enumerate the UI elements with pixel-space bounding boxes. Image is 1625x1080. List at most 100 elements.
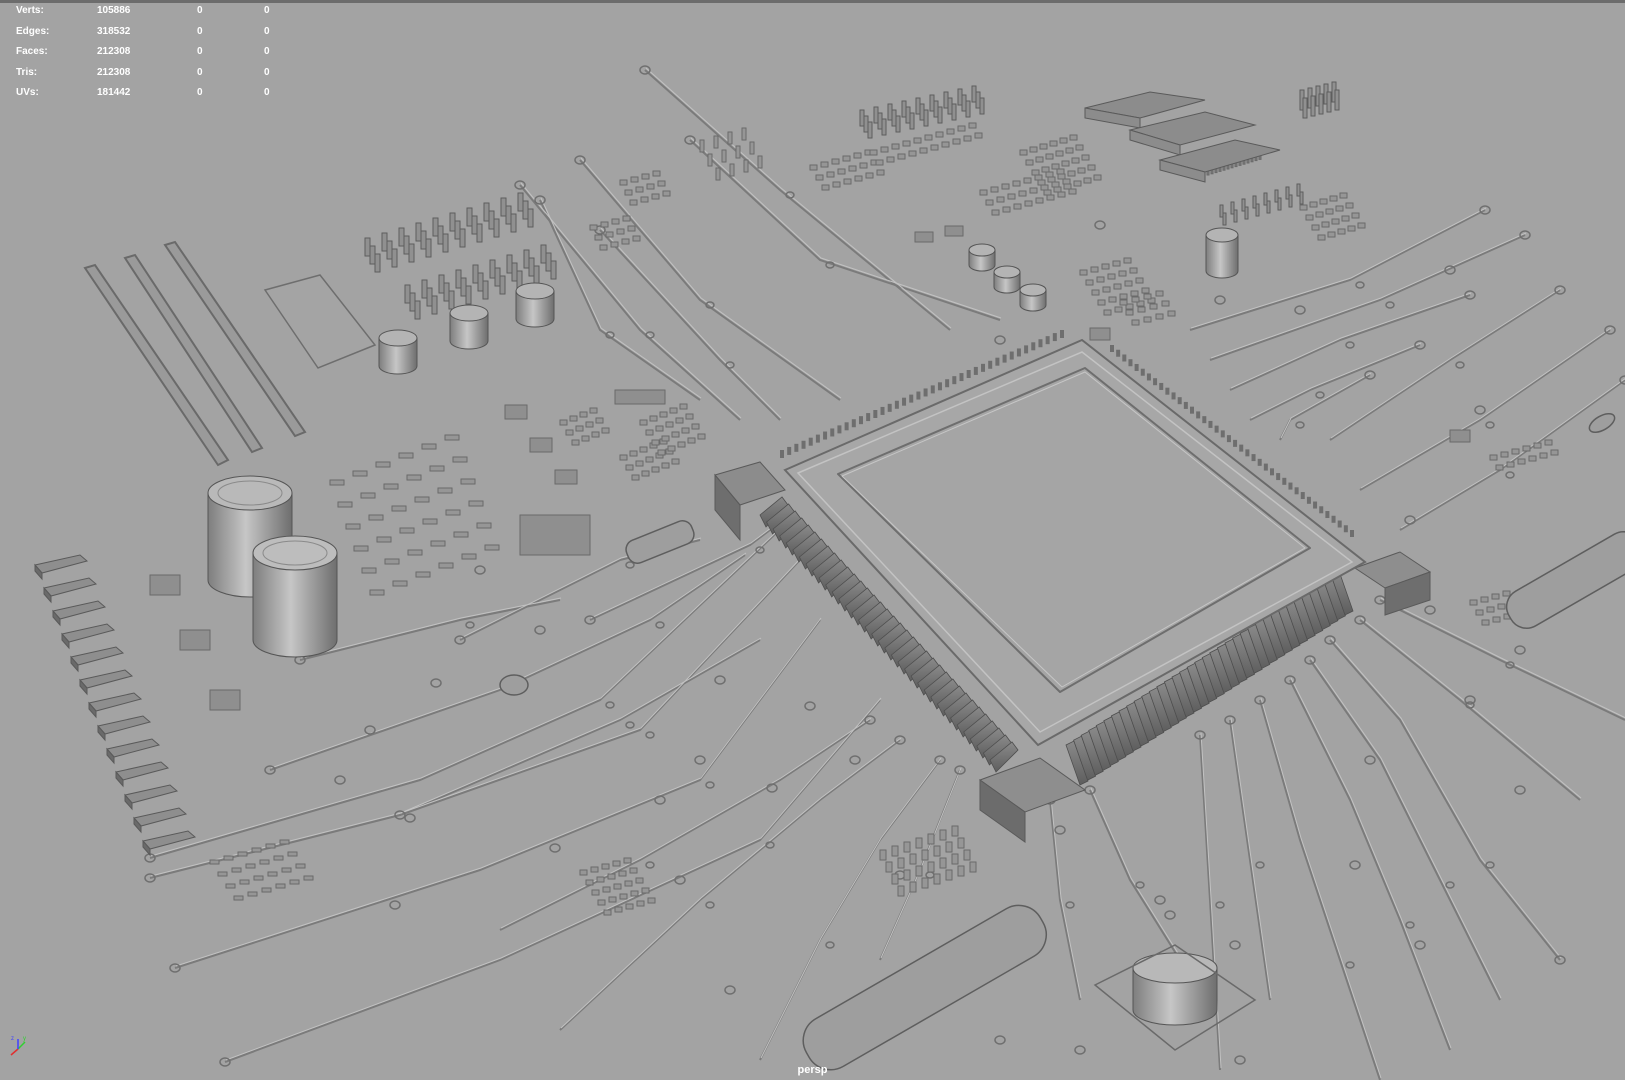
smd-part: [476, 522, 492, 529]
cpu-pin-small: [837, 425, 842, 434]
smd-part: [237, 851, 248, 857]
smd-part: [597, 899, 606, 906]
smd-part: [939, 857, 947, 869]
smd-part: [1037, 179, 1046, 186]
via: [755, 546, 765, 554]
cpu-pin-small: [1257, 458, 1262, 466]
smd-part: [909, 853, 917, 865]
smd-part: [1119, 299, 1128, 306]
via: [849, 755, 861, 765]
smd-part: [1167, 310, 1176, 317]
via: [1505, 661, 1515, 669]
hud-value: 0: [264, 87, 270, 98]
smd-part: [585, 421, 594, 428]
smd-part: [1045, 171, 1054, 178]
header-pin: [1255, 203, 1260, 217]
cpu-pin-small: [787, 446, 792, 455]
header-pin: [523, 249, 530, 269]
via: [1364, 755, 1376, 765]
smd-part: [1118, 270, 1127, 277]
heatsink: [1084, 91, 1281, 183]
smd-part: [630, 890, 639, 897]
via: [1485, 421, 1495, 429]
header-pin: [506, 254, 513, 274]
via: [1455, 361, 1465, 369]
smd-part: [715, 167, 721, 181]
smd-part: [667, 445, 676, 452]
header-pin: [965, 100, 971, 118]
smd-part: [247, 891, 258, 897]
header-pin: [877, 112, 883, 130]
trace: [689, 139, 1001, 321]
smd-part: [1101, 263, 1110, 270]
via: [364, 725, 376, 735]
smd-part: [1007, 193, 1016, 200]
smd-part: [460, 478, 476, 485]
smd-part: [713, 135, 719, 149]
smd-part: [353, 545, 369, 552]
header-pin: [527, 208, 534, 228]
trace: [589, 529, 771, 621]
smd-part: [945, 869, 953, 881]
cpu-pin-small: [1220, 430, 1225, 438]
header-pin: [443, 282, 450, 302]
smd-part: [289, 879, 300, 885]
cap-top: [449, 304, 489, 322]
trace-highlight: [520, 182, 742, 419]
smd-part: [414, 496, 430, 503]
smd-part: [645, 429, 654, 436]
smd-part: [1057, 173, 1066, 180]
smd-part: [1091, 289, 1100, 296]
smd-part: [707, 153, 713, 167]
trace-highlight: [1050, 797, 1082, 999]
cpu-pin-small: [844, 422, 849, 431]
via: [1324, 635, 1336, 645]
cpu-pin-small: [959, 373, 964, 382]
smd-part: [687, 437, 696, 444]
smd-part: [627, 225, 636, 232]
cpu-pin-small: [894, 400, 899, 409]
smd-part: [1481, 619, 1490, 626]
via: [1315, 391, 1325, 399]
smd-part: [603, 909, 612, 916]
trace-highlight: [175, 617, 822, 967]
smd-box: [519, 514, 591, 556]
trace: [644, 69, 951, 331]
smd-part: [1053, 186, 1062, 193]
smd-part: [595, 417, 604, 424]
camera-name-label: persp: [797, 1064, 828, 1076]
hud-value: 318532: [97, 25, 131, 37]
pad-side: [97, 724, 106, 742]
via: [1304, 655, 1316, 665]
cpu-pin-small: [1319, 506, 1324, 514]
header-pin: [438, 274, 445, 294]
smd-part: [629, 867, 638, 874]
smd-part: [985, 199, 994, 206]
smd-part: [1049, 140, 1058, 147]
pad-side: [34, 563, 43, 581]
smd-part: [1315, 211, 1324, 218]
smd-part: [1069, 134, 1078, 141]
smd-part: [1517, 458, 1526, 465]
trace: [1359, 329, 1611, 491]
smd-part: [837, 168, 846, 175]
small-capacitors: [378, 227, 1239, 375]
via: [1349, 860, 1361, 870]
smd-part: [869, 149, 878, 156]
smd-part: [1067, 170, 1076, 177]
smd-part: [969, 861, 977, 873]
via: [954, 765, 966, 775]
header-pin: [881, 118, 887, 136]
smd-part: [665, 421, 674, 428]
smd-part: [303, 875, 314, 881]
smd-part: [1039, 143, 1048, 150]
smd-part: [375, 461, 391, 468]
smd-part: [945, 841, 953, 853]
smd-part: [591, 889, 600, 896]
header-pin: [465, 285, 472, 305]
cpu-pin-small: [858, 416, 863, 425]
smd-part: [865, 172, 874, 179]
smd-part: [352, 470, 368, 477]
cpu-pin-small: [880, 406, 885, 415]
